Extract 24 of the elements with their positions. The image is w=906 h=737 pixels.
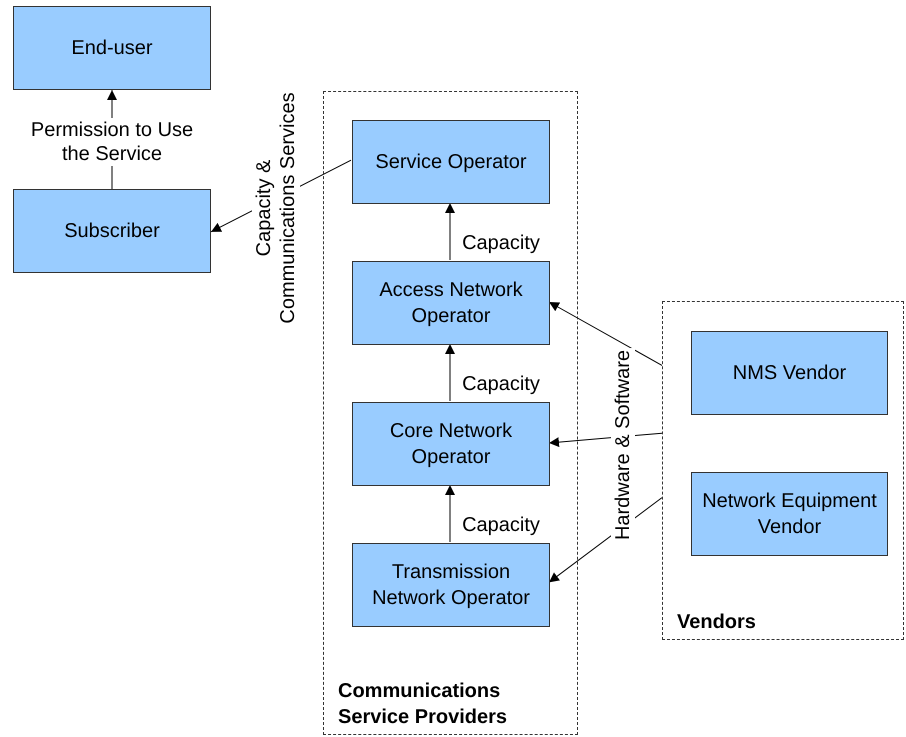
- group-heading: Vendors: [677, 610, 757, 635]
- box-label: Subscriber: [64, 219, 160, 244]
- process-box: [352, 261, 550, 345]
- box-label: Service Operator: [375, 150, 527, 175]
- process-box: [352, 543, 550, 627]
- process-box: [13, 6, 211, 90]
- process-box: [352, 402, 550, 486]
- box-label: End-user: [71, 36, 153, 61]
- group-heading: Communications Service Providers: [338, 679, 508, 730]
- process-box: [13, 189, 211, 273]
- box-label: NMS Vendor: [732, 361, 846, 386]
- arrow: [548, 302, 662, 366]
- box-label: Network Equipment Vendor: [701, 489, 878, 540]
- group-frame: [662, 301, 904, 640]
- group-frame: [323, 91, 578, 735]
- process-box: [691, 472, 888, 556]
- arrow: [445, 344, 455, 402]
- box-label: Core Network Operator: [388, 419, 514, 470]
- box-label: Access Network Operator: [378, 278, 524, 329]
- arrow: [445, 484, 455, 542]
- process-box: [691, 331, 888, 415]
- arrow: [445, 202, 455, 260]
- box-label: Transmission Network Operator: [371, 560, 531, 611]
- process-box: [352, 120, 550, 204]
